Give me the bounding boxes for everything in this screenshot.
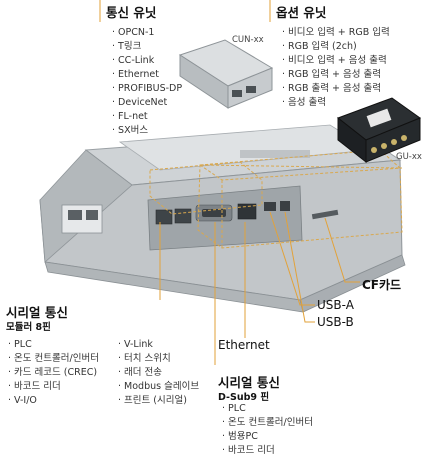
usb-a-label: USB-A xyxy=(317,298,354,312)
comm-unit-device xyxy=(178,39,274,109)
usb-b-label: USB-B xyxy=(317,315,354,329)
list-item: 비디오 입력 + RGB 입력 xyxy=(282,26,390,40)
list-item: 바코드 리더 xyxy=(222,444,313,458)
serial-modular-list-col2: V-Link 터치 스위치 래더 전송 Modbus 슬레이브 프린트 (시리얼… xyxy=(118,338,199,408)
list-item: 비디오 입력 + 음성 출력 xyxy=(282,54,390,68)
list-item: 온도 컨트롤러/인버터 xyxy=(222,416,313,430)
list-item: 터치 스위치 xyxy=(118,352,199,366)
comm-unit-title: 통신 유닛 xyxy=(106,5,157,20)
list-item: OPCN-1 xyxy=(112,26,182,40)
callout-lines xyxy=(99,0,360,365)
serial-dsub-list: PLC 온도 컨트롤러/인버터 범용PC 바코드 리더 xyxy=(222,402,313,458)
list-item: 바코드 리더 xyxy=(8,380,99,394)
serial-dsub-subtitle: D-Sub9 핀 xyxy=(218,392,270,403)
cf-card-label: CF카드 xyxy=(362,278,402,292)
list-item: 음성 출력 xyxy=(282,96,390,110)
list-item: RGB 입력 + 음성 출력 xyxy=(282,68,390,82)
list-item: 래더 전송 xyxy=(118,366,199,380)
hmi-panel-back xyxy=(39,124,406,313)
list-item: 프린트 (시리얼) xyxy=(118,394,199,408)
option-unit-device-label: GU-xx xyxy=(396,152,422,162)
list-item: 온도 컨트롤러/인버터 xyxy=(8,352,99,366)
list-item: CC-Link xyxy=(112,54,182,68)
list-item: SX버스 xyxy=(112,124,182,138)
comm-mount-outline xyxy=(149,161,263,215)
list-item: RGB 출력 + 음성 출력 xyxy=(282,82,390,96)
serial-modular-title: 시리얼 통신 xyxy=(6,305,68,320)
ethernet-label: Ethernet xyxy=(218,338,270,352)
list-item: PROFIBUS-DP xyxy=(112,82,182,96)
list-item: Modbus 슬레이브 xyxy=(118,380,199,394)
list-item: T링크 xyxy=(112,40,182,54)
list-item: 범용PC xyxy=(222,430,313,444)
list-item: DeviceNet xyxy=(112,96,182,110)
serial-dsub-title: 시리얼 통신 xyxy=(218,375,280,390)
serial-modular-list-col1: PLC 온도 컨트롤러/인버터 카드 레코드 (CREC) 바코드 리더 V-I… xyxy=(8,338,99,408)
list-item: PLC xyxy=(8,338,99,352)
comm-unit-device-label: CUN-xx xyxy=(232,35,264,45)
list-item: Ethernet xyxy=(112,68,182,82)
list-item: FL-net xyxy=(112,110,182,124)
comm-unit-list: OPCN-1 T링크 CC-Link Ethernet PROFIBUS-DP … xyxy=(112,26,182,138)
list-item: V-Link xyxy=(118,338,199,352)
list-item: PLC xyxy=(222,402,313,416)
serial-modular-subtitle: 모듈러 8핀 xyxy=(6,322,51,333)
option-unit-list: 비디오 입력 + RGB 입력 RGB 입력 (2ch) 비디오 입력 + 음성… xyxy=(282,26,390,110)
option-unit-title: 옵션 유닛 xyxy=(276,5,327,20)
list-item: RGB 입력 (2ch) xyxy=(282,40,390,54)
list-item: V-I/O xyxy=(8,394,99,408)
list-item: 카드 레코드 (CREC) xyxy=(8,366,99,380)
